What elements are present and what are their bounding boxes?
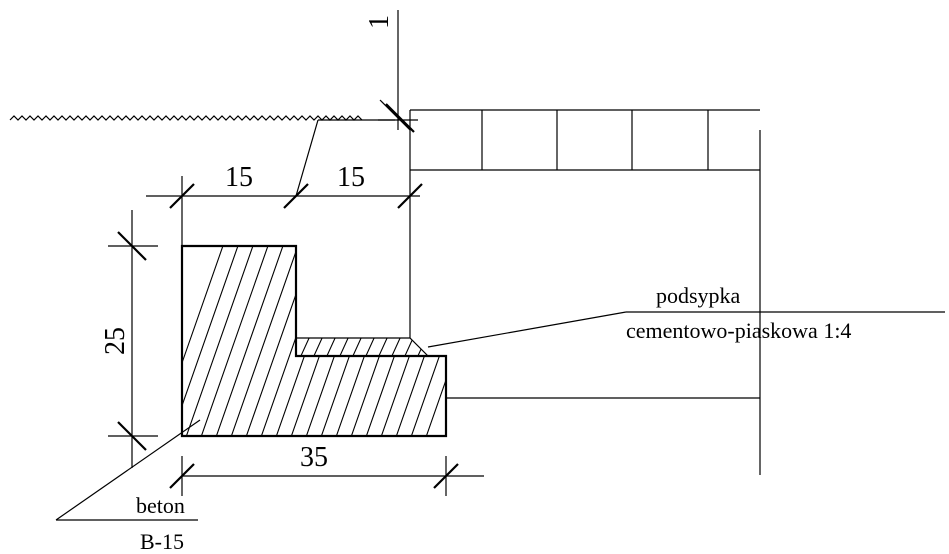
ground-surface-line	[9, 115, 363, 121]
height-dimension: 25	[100, 210, 158, 468]
bedding-label-line2: cementowo-piaskowa 1:4	[626, 318, 851, 343]
concrete-hatching	[182, 246, 446, 436]
dim-gap-text: 1	[364, 15, 395, 29]
concrete-label-line2: B-15	[140, 529, 184, 554]
top-dimension: 15 15	[146, 162, 423, 246]
bottom-dimension: 35	[169, 442, 484, 496]
slope-line	[295, 119, 319, 197]
concrete-curb-outline	[180, 244, 448, 438]
gap-dimension: 1	[364, 10, 418, 133]
concrete-label-line1: beton	[136, 493, 185, 518]
paving-blocks	[409, 109, 760, 338]
dim-top-right-text: 15	[337, 162, 365, 193]
dim-top-left-text: 15	[225, 162, 253, 193]
bedding-hatching	[299, 338, 428, 356]
bedding-label-line1: podsypka	[656, 283, 741, 308]
dim-bottom-text: 35	[300, 442, 328, 473]
concrete-label: beton B-15	[55, 419, 201, 554]
bedding-label: podsypka cementowo-piaskowa 1:4	[427, 283, 945, 348]
dim-height-text: 25	[100, 327, 131, 355]
bedding-layer-outline	[295, 337, 430, 357]
